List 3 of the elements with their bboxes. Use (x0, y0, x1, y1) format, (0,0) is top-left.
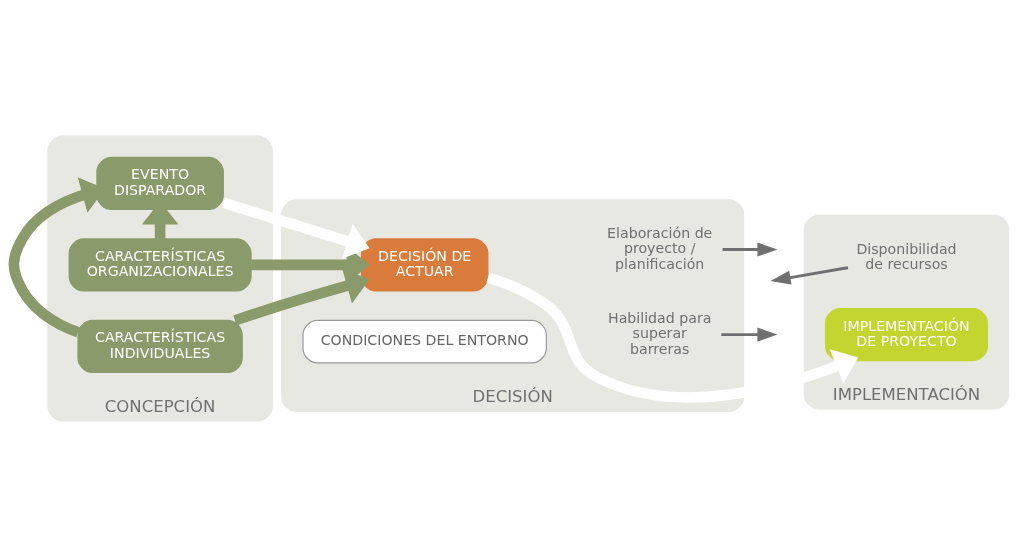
node-text: Disponibilidad de recursos (856, 240, 957, 272)
node-text: Habilidad para superar barreras (608, 309, 712, 357)
node-text: Elaboración de proyecto / planificación (607, 224, 713, 272)
